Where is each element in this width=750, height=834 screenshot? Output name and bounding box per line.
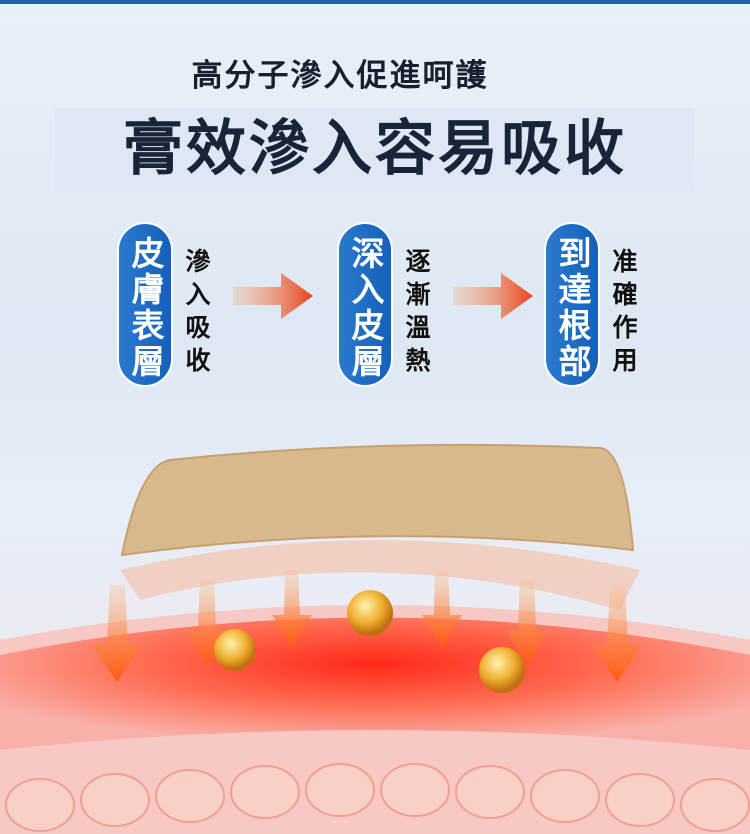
subtitle: 高分子滲入促進呵護 — [191, 58, 489, 94]
page-title: 膏效滲入容易吸收 — [123, 114, 627, 184]
step-2-pill: 深入皮層 — [337, 222, 393, 387]
step-3-desc: 准確作用 — [609, 248, 638, 380]
particle — [479, 647, 525, 693]
step-2-desc: 逐漸溫熱 — [402, 248, 431, 380]
top-bar — [0, 0, 750, 4]
step-3-pill: 到達根部 — [544, 222, 600, 387]
title-background — [55, 108, 695, 190]
particle — [214, 629, 256, 671]
arrow-right-icon — [233, 273, 313, 319]
patch — [120, 443, 635, 557]
arrow-right-icon — [453, 273, 533, 319]
particle — [347, 590, 393, 636]
step-1-pill: 皮膚表層 — [117, 222, 173, 387]
step-1-desc: 滲入吸收 — [182, 248, 211, 380]
patch-skin-illustration — [0, 443, 750, 834]
